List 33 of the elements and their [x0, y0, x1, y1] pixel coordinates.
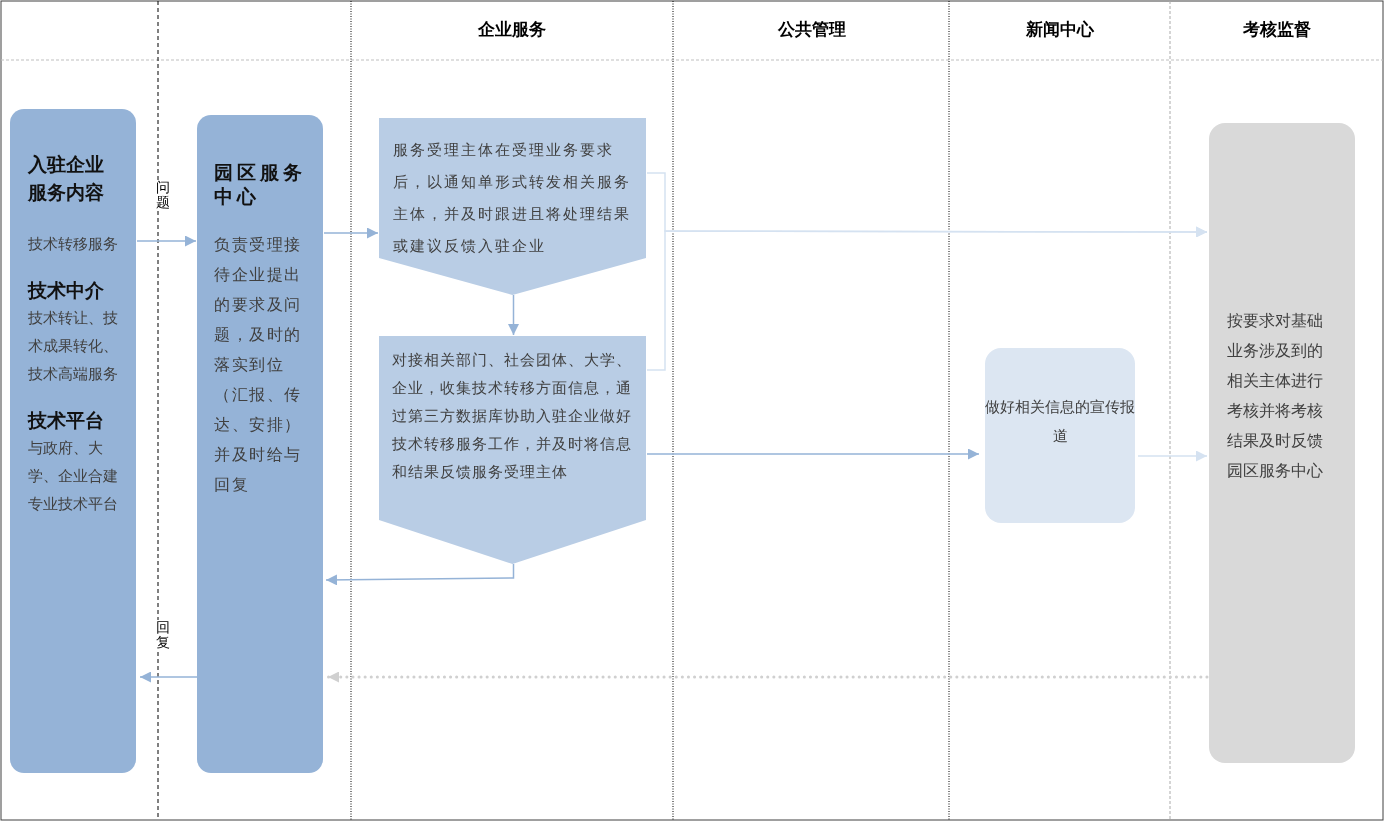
lane-header: 公共管理 — [778, 18, 846, 41]
box-heading: 技术中介 — [28, 278, 105, 303]
box-text: 负责受理接待企业提出的要求及问题，及时的落实到位（汇报、传达、安排）并及时给与回复 — [214, 234, 303, 496]
arrow — [325, 563, 515, 586]
lane-header: 考核监督 — [1243, 18, 1311, 41]
pentagon-arrow-box — [379, 118, 646, 295]
rounded-box — [1209, 123, 1355, 763]
box-heading: 入驻企业服务内容 — [28, 152, 105, 205]
arrow — [323, 227, 379, 239]
arrow — [646, 448, 980, 460]
rounded-box — [10, 109, 136, 773]
box-text: 技术转移服务 — [28, 234, 119, 255]
box-text: 与政府、大学、企业合建专业技术平台 — [28, 438, 119, 515]
arrow — [139, 671, 198, 683]
pentagon-arrow-box — [379, 336, 646, 564]
edge-label: 回复 — [156, 620, 170, 651]
rounded-box — [985, 348, 1135, 523]
box-heading: 技术平台 — [28, 408, 105, 433]
rounded-box — [197, 115, 323, 773]
edge-label: 问题 — [156, 180, 170, 211]
box-heading: 园区服务中心 — [214, 160, 307, 208]
box-text: 对接相关部门、社会团体、大学、企业，收集技术转移方面信息，通过第三方数据库协助入驻企业做好技术转移服务工作，并及时将信息和结果反馈服务受理主体 — [392, 350, 633, 483]
lane-header: 企业服务 — [478, 18, 546, 41]
dotted-arrow — [326, 671, 1209, 683]
box-text: 做好相关信息的宣传报道 — [985, 397, 1135, 447]
arrow — [136, 235, 197, 247]
arrow — [1137, 450, 1208, 462]
arrow — [508, 294, 519, 336]
box-text: 技术转让、技术成果转化、技术高端服务 — [28, 308, 119, 385]
lane-header: 新闻中心 — [1026, 18, 1094, 41]
arrow — [646, 226, 1208, 371]
box-text: 服务受理主体在受理业务要求后，以通知单形式转发相关服务主体，并及时跟进且将处理结果或建议反馈入驻企业 — [393, 140, 632, 257]
box-text: 按要求对基础业务涉及到的相关主体进行考核并将考核结果及时反馈园区服务中心 — [1227, 310, 1324, 482]
